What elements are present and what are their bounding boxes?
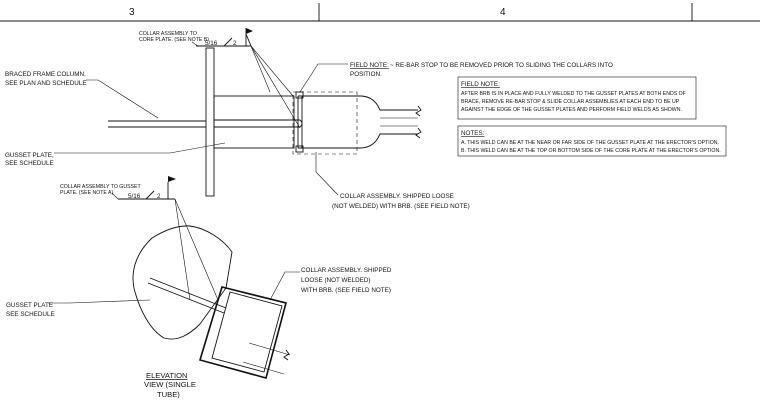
weld-top-length: 2 (233, 40, 237, 47)
column-label: BRACED FRAME COLUMN. SEE PLAN AND SCHEDU… (5, 71, 159, 119)
weld-bottom-length: 2 (157, 193, 161, 200)
gusset-label-bottom: GUSSET PLATE SEE SCHEDULE (6, 299, 151, 318)
gusset-label-top: GUSSET PLATE, SEE SCHEDULE (5, 142, 226, 167)
field-note-1-title: FIELD NOTE: (350, 62, 389, 69)
field-note-2-line2: BRACE, REMOVE RE-BAR STOP & SLIDE COLLAR… (461, 99, 680, 105)
note-a: A. THIS WELD CAN BE AT THE NEAR OR FAR S… (461, 140, 719, 146)
field-note-1-line2: POSITION. (350, 71, 382, 78)
elevation-detail: COLLAR ASSEMBLY. SHIPPED LOOSE (NOT WELD… (132, 225, 392, 379)
collar-bot-line2: LOOSE (NOT WELDED) (301, 277, 371, 284)
collar-label-top: COLLAR ASSEMBLY. SHIPPED LOOSE (NOT WELD… (315, 152, 470, 210)
weld-top-ref: COLLAR ASSEMBLY TO CORE PLATE. (SEE NOTE… (139, 31, 209, 43)
collar-assembly-bottom (198, 286, 287, 379)
elevation-line1: ELEVATION (146, 371, 188, 380)
notes-box: NOTES: A. THIS WELD CAN BE AT THE NEAR O… (457, 125, 727, 157)
plan-detail (108, 45, 422, 197)
field-note-2-line3: AGAINST THE EDGE OF THE GUSSET PLATES AN… (461, 107, 682, 113)
weld-symbol-bottom: 5/16 2 COLLAR ASSEMBLY TO GUSSET PLATE. … (60, 176, 219, 301)
collar-bot-line1: COLLAR ASSEMBLY. SHIPPED (301, 267, 392, 274)
weld-top-size: 5/16 (205, 40, 218, 47)
column-label-line2: SEE PLAN AND SCHEDULE (5, 80, 87, 87)
column-label-line1: BRACED FRAME COLUMN. (5, 71, 86, 78)
elevation-line3: TUBE) (157, 390, 180, 399)
field-weld-flag-icon (246, 28, 253, 34)
collar-top-line2: (NOT WELDED) WITH BRB. (SEE FIELD NOTE) (332, 203, 470, 210)
gusset-top-line1: GUSSET PLATE, (5, 152, 54, 159)
column-flange (205, 47, 215, 197)
field-note-1: FIELD NOTE: ~ RE-BAR STOP TO BE REMOVED … (299, 62, 613, 93)
gusset-plate-bottom (132, 225, 233, 340)
collar-assembly-top (292, 91, 358, 155)
grid-label-4: 4 (500, 7, 506, 18)
note-b: B. THIS WELD CAN BE AT THE TOP OR BOTTOM… (461, 148, 721, 154)
rebar-stop (295, 91, 304, 99)
collar-bot-line3: WITH BRB. (SEE FIELD NOTE) (301, 287, 391, 294)
field-note-2-line1: AFTER BRB IS IN PLACE AND FULLY WELDED T… (461, 91, 686, 97)
gusset-bot-line1: GUSSET PLATE (6, 302, 53, 309)
brb-tube (298, 95, 418, 111)
gusset-bot-line2: SEE SCHEDULE (6, 311, 55, 318)
notes-title: NOTES: (461, 130, 485, 137)
field-weld-flag-icon-2 (168, 176, 176, 182)
field-note-2: FIELD NOTE: AFTER BRB IS IN PLACE AND FU… (457, 76, 697, 120)
field-note-2-title: FIELD NOTE: (461, 81, 500, 88)
weld-symbol-top: 5/16 2 COLLAR ASSEMBLY TO CORE PLATE. (S… (139, 28, 253, 47)
elevation-title: ELEVATION VIEW (SINGLE TUBE) (144, 371, 196, 399)
gusset-top-line2: SEE SCHEDULE (5, 160, 54, 167)
elevation-line2: VIEW (SINGLE (144, 380, 196, 389)
gusset-plate-top (213, 95, 295, 149)
field-note-1-line1: ~ RE-BAR STOP TO BE REMOVED PRIOR TO SLI… (390, 62, 613, 69)
grid-bar: 3 4 (0, 3, 760, 22)
collar-top-line1: COLLAR ASSEMBLY. SHIPPED LOOSE (340, 193, 454, 200)
weld-bottom-size: 5/16 (128, 193, 141, 200)
weld-bottom-ref: COLLAR ASSEMBLY TO GUSSET PLATE. (SEE NO… (60, 184, 142, 196)
grid-label-3: 3 (129, 7, 135, 18)
